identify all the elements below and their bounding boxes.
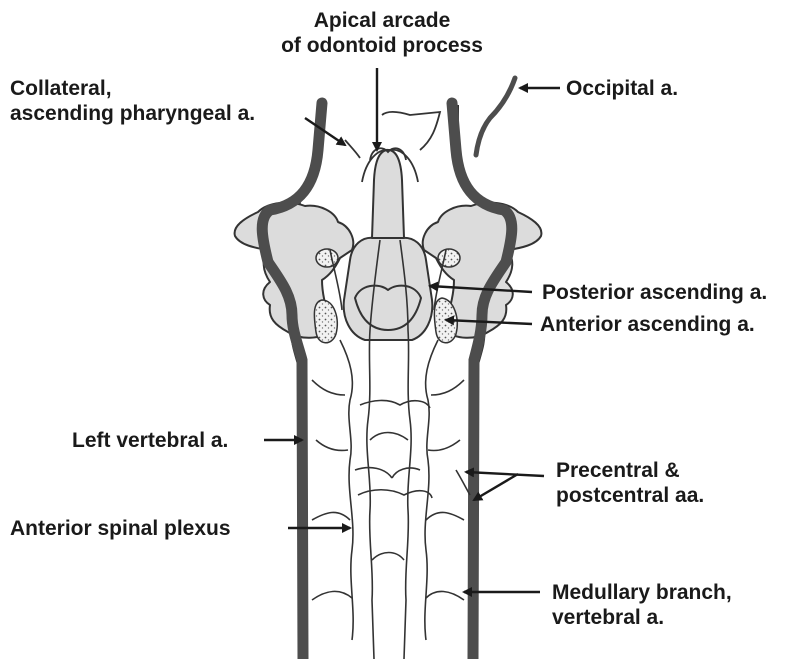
label-posterior-ascending: Posterior ascending a.: [542, 280, 767, 305]
label-collateral: Collateral, ascending pharyngeal a.: [10, 76, 255, 126]
label-occipital: Occipital a.: [566, 76, 678, 101]
odontoid-process: [372, 150, 404, 238]
label-left-vertebral: Left vertebral a.: [72, 428, 228, 453]
occipital-artery: [476, 78, 515, 155]
left-speckled-mass: [314, 300, 337, 343]
label-apical-line2: of odontoid process: [262, 33, 502, 58]
label-medullary-line1: Medullary branch,: [552, 580, 732, 605]
right-vertebral-artery: [452, 103, 512, 659]
atlas-axis-bones: [235, 150, 542, 340]
label-medullary-line2: vertebral a.: [552, 605, 732, 630]
label-precentral-line2: postcentral aa.: [556, 483, 704, 508]
label-precentral-line1: Precentral &: [556, 458, 704, 483]
label-anterior-ascending: Anterior ascending a.: [540, 312, 755, 337]
label-anterior-spinal-plexus: Anterior spinal plexus: [10, 516, 231, 541]
label-apical-line1: Apical arcade: [262, 8, 502, 33]
label-apical-arcade: Apical arcade of odontoid process: [262, 8, 502, 58]
label-collateral-line1: Collateral,: [10, 76, 255, 101]
label-collateral-line2: ascending pharyngeal a.: [10, 101, 255, 126]
label-precentral: Precentral & postcentral aa.: [556, 458, 704, 508]
left-transverse-foramen: [316, 249, 338, 267]
right-transverse-foramen: [438, 249, 460, 267]
arrow-precentral-2: [474, 474, 518, 500]
label-medullary: Medullary branch, vertebral a.: [552, 580, 732, 630]
